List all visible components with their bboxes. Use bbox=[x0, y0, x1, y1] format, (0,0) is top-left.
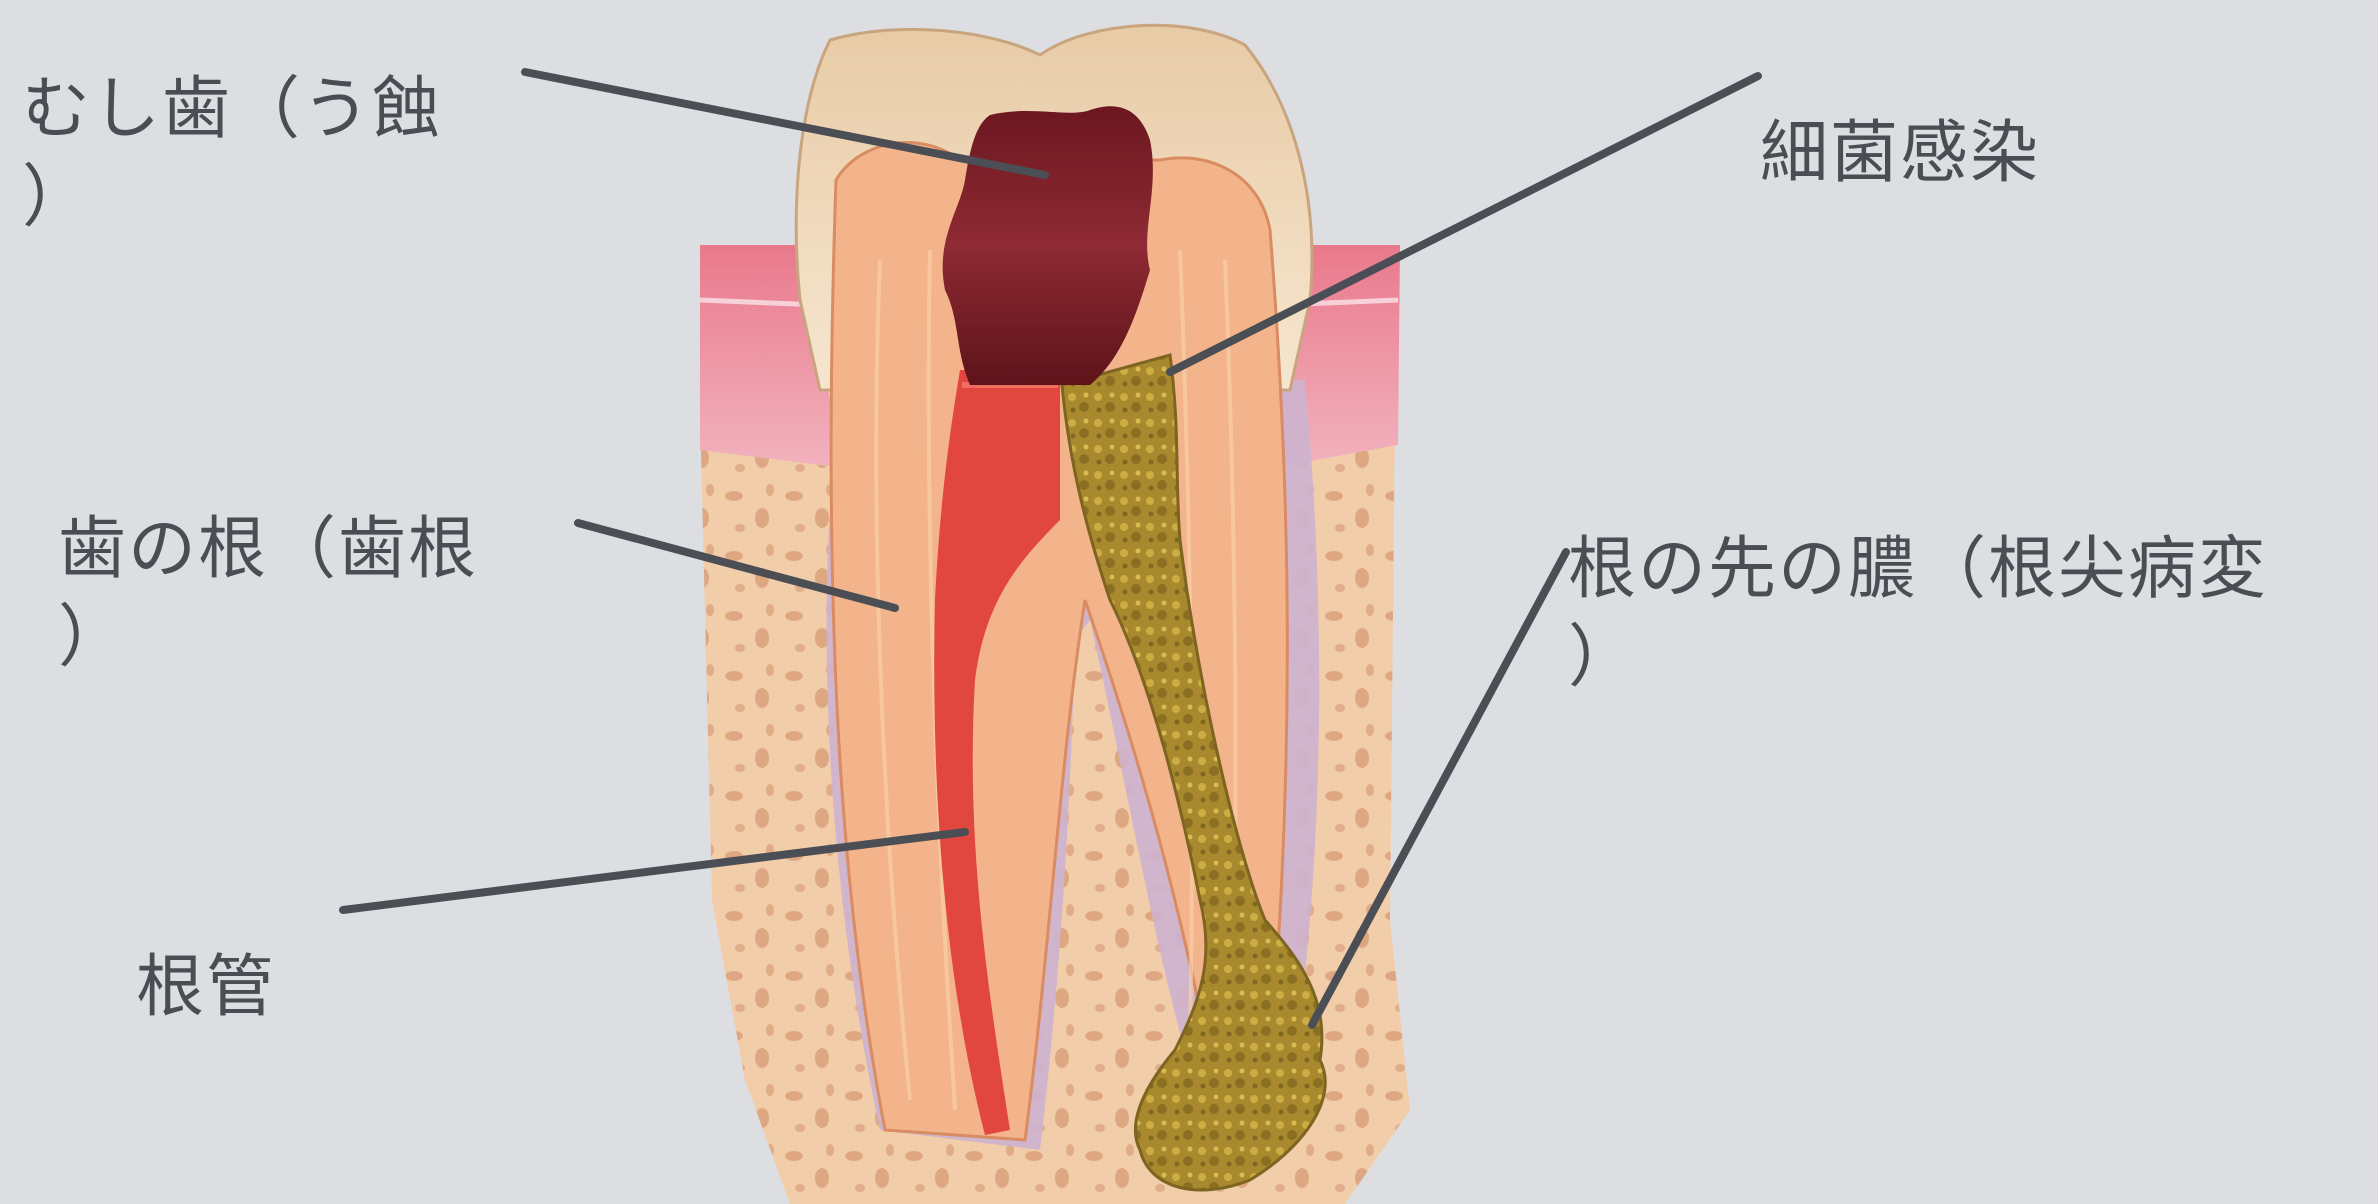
label-caries-line2: ） bbox=[22, 154, 442, 242]
label-apical-lesion: 根の先の膿（根尖病変 ） bbox=[1568, 526, 2268, 702]
label-tooth-root: 歯の根（歯根 ） bbox=[58, 506, 478, 682]
label-root-line1: 歯の根（歯根 bbox=[58, 510, 478, 589]
label-bacterial-infection: 細菌感染 bbox=[1760, 110, 2040, 198]
caries-cavity bbox=[943, 106, 1153, 385]
label-lesion-line1: 根の先の膿（根尖病変 bbox=[1568, 530, 2268, 609]
label-root-canal: 根管 bbox=[136, 944, 276, 1032]
label-caries-line1: むし歯（う蝕 bbox=[22, 70, 442, 149]
label-caries: むし歯（う蝕 ） bbox=[22, 66, 442, 242]
label-lesion-line2: ） bbox=[1568, 614, 2268, 702]
label-root-line2: ） bbox=[58, 594, 478, 682]
